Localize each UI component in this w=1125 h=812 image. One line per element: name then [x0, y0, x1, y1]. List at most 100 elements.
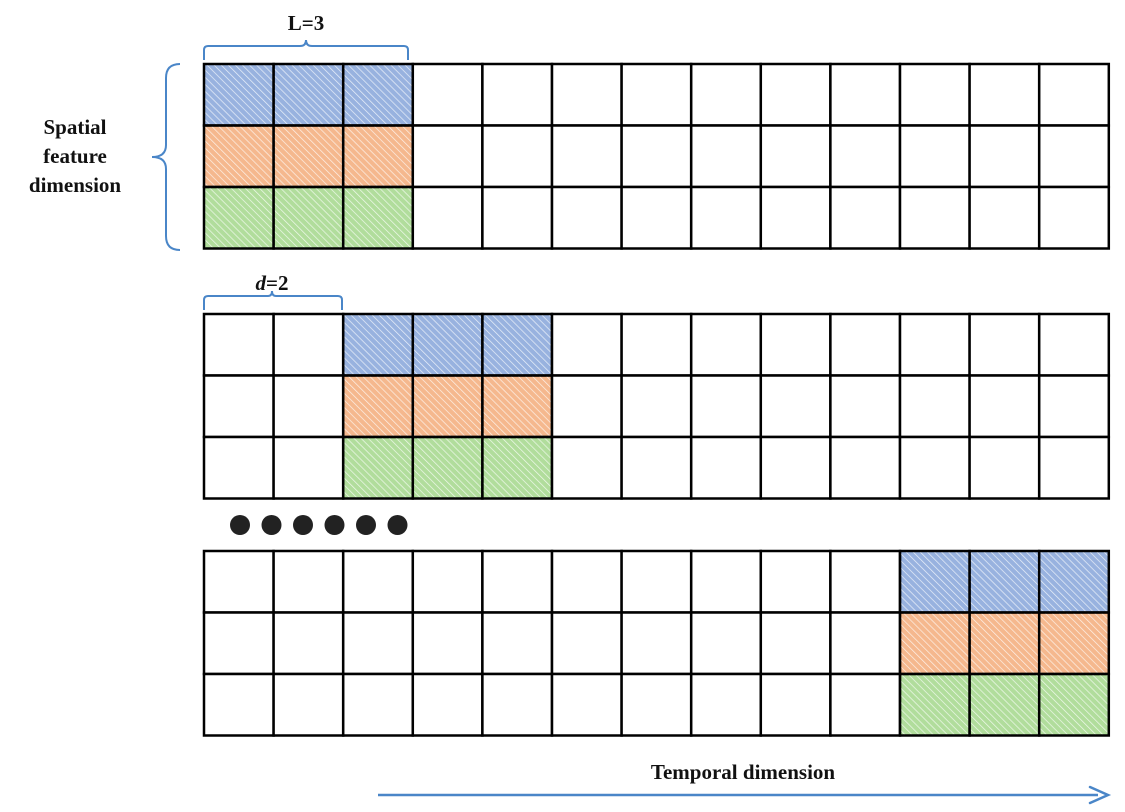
- window-cell-row-3: [202, 185, 275, 250]
- window-length-label: L=3: [288, 11, 324, 35]
- dilation-bracket: [203, 290, 343, 310]
- grid-cell: [829, 312, 902, 377]
- grid-cell: [202, 549, 275, 614]
- grid-cell: [898, 435, 971, 500]
- grid-cell: [202, 312, 275, 377]
- grid-cell: [829, 611, 902, 676]
- grid-cell: [689, 435, 763, 500]
- grid-cell: [272, 374, 345, 439]
- grid-cell: [620, 185, 693, 250]
- grid-cell: [272, 672, 345, 737]
- ellipsis-dot: [387, 515, 408, 535]
- grid-cell: [550, 549, 623, 614]
- spatial-label-line-3: dimension: [29, 173, 122, 197]
- window-cell-row-2: [898, 611, 971, 676]
- grid-cell: [550, 672, 623, 737]
- window-cell-row-3: [1037, 672, 1111, 737]
- grid-cell: [411, 185, 484, 250]
- grid-cell: [202, 672, 275, 737]
- grid-cell: [829, 62, 902, 127]
- grid-cell: [341, 549, 415, 614]
- grid-cell: [898, 374, 971, 439]
- grid-cell: [829, 672, 902, 737]
- grid-cell: [689, 185, 763, 250]
- grid-cell: [550, 435, 623, 500]
- grid-cell: [829, 185, 902, 250]
- grid-cell: [202, 611, 275, 676]
- panels-group: [202, 62, 1111, 737]
- ellipsis-dot: [324, 515, 345, 535]
- grid-cell: [202, 374, 275, 439]
- grid-cell: [829, 435, 902, 500]
- grid-cell: [481, 549, 554, 614]
- window-cell-row-1: [202, 62, 275, 127]
- grid-cell: [898, 124, 971, 189]
- ellipsis-dot: [261, 515, 282, 535]
- grid-cell: [829, 124, 902, 189]
- grid-cell: [689, 374, 763, 439]
- dilation-variable: d: [256, 271, 267, 295]
- window-cell-row-2: [481, 374, 554, 439]
- window-cell-row-1: [411, 312, 484, 377]
- grid-cell: [341, 672, 415, 737]
- panel-window-shifted: [202, 312, 1111, 500]
- grid-cell: [620, 549, 693, 614]
- grid-cell: [759, 611, 832, 676]
- grid-cell: [550, 374, 623, 439]
- grid-cell: [968, 435, 1041, 500]
- grid-cell: [968, 374, 1041, 439]
- grid-cell: [759, 124, 832, 189]
- grid-cell: [689, 549, 763, 614]
- grid-cell: [898, 62, 971, 127]
- grid-cell: [481, 62, 554, 127]
- dilation-value: =2: [266, 271, 288, 295]
- grid-cell: [968, 62, 1041, 127]
- grid-cell: [341, 611, 415, 676]
- window-cell-row-3: [341, 185, 415, 250]
- panel-window-start: [202, 62, 1111, 250]
- grid-cell: [759, 374, 832, 439]
- window-cell-row-3: [481, 435, 554, 500]
- grid-cell: [481, 185, 554, 250]
- window-length-bracket: [203, 39, 409, 60]
- grid-cell: [620, 672, 693, 737]
- window-cell-row-2: [202, 124, 275, 189]
- window-cell-row-1: [341, 312, 415, 377]
- grid-cell: [1037, 62, 1111, 127]
- grid-cell: [272, 312, 345, 377]
- grid-cell: [968, 312, 1041, 377]
- grid-cell: [620, 435, 693, 500]
- grid-cell: [759, 62, 832, 127]
- window-cell-row-2: [272, 124, 345, 189]
- spatial-label-line-1: Spatial: [43, 115, 106, 139]
- grid-cell: [829, 549, 902, 614]
- spatial-label-line-2: feature: [43, 144, 107, 168]
- window-cell-row-1: [481, 312, 554, 377]
- grid-cell: [689, 62, 763, 127]
- grid-cell: [759, 312, 832, 377]
- grid-cell: [411, 549, 484, 614]
- window-cell-row-2: [1037, 611, 1111, 676]
- temporal-arrow-head: [1088, 785, 1112, 805]
- ellipsis-dot: [293, 515, 313, 535]
- grid-cell: [689, 672, 763, 737]
- ellipsis-dot: [356, 515, 376, 535]
- window-cell-row-2: [968, 611, 1041, 676]
- window-cell-row-1: [341, 62, 415, 127]
- window-cell-row-1: [898, 549, 971, 614]
- grid-cell: [620, 374, 693, 439]
- ellipsis-dot: [230, 515, 250, 535]
- grid-cell: [759, 435, 832, 500]
- grid-cell: [829, 374, 902, 439]
- window-cell-row-1: [1037, 549, 1111, 614]
- grid-cell: [411, 611, 484, 676]
- grid-cell: [620, 312, 693, 377]
- grid-cell: [272, 549, 345, 614]
- window-cell-row-3: [272, 185, 345, 250]
- window-cell-row-2: [411, 374, 484, 439]
- grid-cell: [689, 611, 763, 676]
- grid-cell: [1037, 435, 1111, 500]
- grid-cell: [1037, 185, 1111, 250]
- grid-cell: [759, 549, 832, 614]
